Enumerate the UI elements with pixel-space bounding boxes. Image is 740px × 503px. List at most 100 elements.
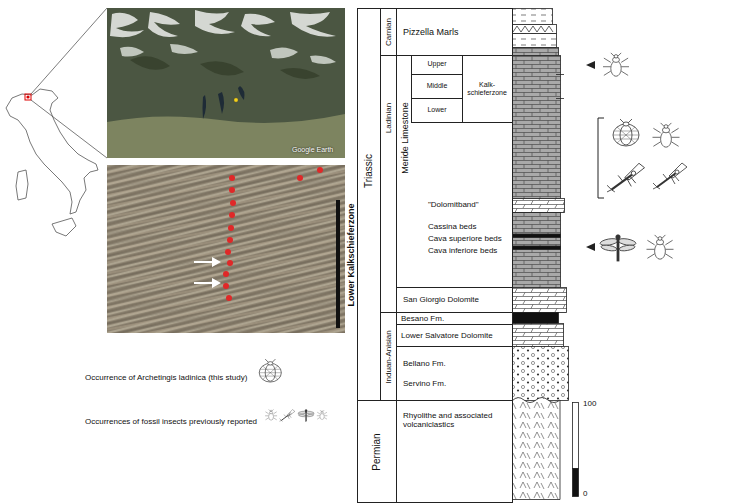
- lithology-column: [513, 26, 553, 32]
- formation-name: Pizzella Marls: [403, 27, 459, 37]
- legend-sample: [317, 410, 328, 419]
- satellite-image: [203, 86, 245, 119]
- insect-icon: [653, 123, 680, 147]
- insect-icon: [647, 235, 674, 259]
- section-label: Lower Kalkschieferzone: [346, 203, 356, 306]
- insect-icon: [603, 53, 629, 76]
- lithology-column: [513, 9, 553, 25]
- outcrop-photo: [225, 249, 231, 255]
- lithology-column: [513, 48, 559, 56]
- era-name: Triassic: [363, 154, 375, 188]
- era-band: Permian: [357, 400, 397, 503]
- outcrop-photo: [107, 165, 345, 333]
- outcrop-photo: [229, 175, 235, 181]
- zoom-line: [31, 8, 107, 158]
- satellite-image: [270, 47, 298, 58]
- outcrop-photo: [223, 283, 229, 289]
- stage-band: Induan-Anisian: [380, 312, 397, 401]
- subunit-band: Upper: [412, 55, 463, 75]
- lithology-column: [513, 398, 561, 500]
- formation-name: Bellano Fm.: [403, 359, 446, 368]
- zoom-line: [31, 8, 107, 158]
- italy-map: [6, 89, 98, 214]
- lithology-column: [513, 34, 557, 48]
- satellite-image: [110, 13, 144, 37]
- lithology-column: [513, 9, 569, 500]
- subunit-band: Middle: [412, 75, 463, 99]
- scale-value: 0: [583, 489, 587, 498]
- satellite-image: [290, 12, 336, 37]
- legend-sample: [280, 410, 295, 422]
- lithology-column: [513, 199, 565, 213]
- italy-map: [6, 89, 98, 236]
- outcrop-photo: [229, 212, 235, 218]
- bed-label: Cava inferiore beds: [428, 246, 497, 255]
- bed-label: Cava superiore beds: [428, 234, 502, 243]
- satellite-image: [310, 56, 336, 64]
- satellite-image: [234, 98, 238, 102]
- formation-name: San Giorgio Dolomite: [403, 295, 479, 304]
- outcrop-photo: [336, 200, 340, 328]
- satellite-image: [241, 14, 275, 37]
- lithology-column: [556, 75, 564, 99]
- era-name: Permian: [371, 433, 383, 470]
- outcrop-photo: [297, 175, 303, 181]
- scale-bar: [573, 469, 579, 497]
- satellite-image: [120, 47, 144, 57]
- outcrop-photo: [223, 271, 229, 277]
- stage-name: Carnian: [384, 18, 393, 46]
- insect-icon: [653, 163, 687, 189]
- bed-label: "Dolomitband": [428, 200, 479, 209]
- occurrence-marker: [586, 61, 604, 251]
- lithology-column: [513, 347, 569, 401]
- satellite-image: [195, 10, 235, 34]
- stage-name: Ladinian: [384, 103, 393, 133]
- lithology-column: [513, 313, 559, 324]
- member-band: UpperMiddleLowerKalk- schieferzone: [411, 55, 513, 123]
- insect-icon: [600, 53, 687, 261]
- outcrop-photo: [107, 165, 345, 333]
- formation-band: San Giorgio Dolomite: [396, 287, 513, 313]
- legend-text: Occurrences of fossil insects previously…: [85, 417, 257, 426]
- lithology-column: [513, 246, 561, 250]
- insect-icon: [600, 235, 637, 261]
- legend-sample: [265, 409, 327, 421]
- satellite-image: [130, 56, 320, 79]
- formation-band: Rhyolithe and associated volcaniclastics: [396, 400, 513, 503]
- outcrop-photo: [227, 237, 233, 243]
- satellite-image: [170, 44, 198, 54]
- satellite-image: [107, 8, 345, 158]
- outcrop-photo: [229, 187, 235, 193]
- formation-name: Meride Limestone: [399, 102, 409, 174]
- italy-map: [52, 218, 76, 236]
- outcrop-photo: [107, 165, 345, 333]
- lithology-column: [513, 288, 567, 313]
- legend-item: Occurrence of Archetingis ladinica (this…: [85, 366, 247, 384]
- formation-name: Lower Salvatore Dolomite: [401, 331, 493, 340]
- stage-band: Ladinian: [380, 55, 397, 313]
- satellite-image: [148, 12, 180, 37]
- outcrop-photo: [227, 260, 233, 266]
- outcrop-photo: [223, 167, 323, 301]
- member-name: Kalk- schieferzone: [464, 80, 510, 96]
- occurrence-marker: [598, 118, 604, 198]
- legend-item: Occurrences of fossil insects previously…: [85, 410, 257, 428]
- formation-name: Servino Fm.: [403, 379, 446, 388]
- insect-icon: [613, 119, 639, 146]
- watermark: Google Earth: [292, 146, 333, 154]
- italy-map: [26, 95, 29, 98]
- subunit-name: Middle: [427, 82, 448, 90]
- formation-name: Besano Fm.: [401, 315, 444, 323]
- lithology-column: [513, 324, 564, 347]
- formation-band: Lower Salvatore Dolomite: [396, 324, 513, 347]
- subunit-name: Upper: [427, 60, 446, 68]
- legend-sample: [298, 410, 315, 422]
- satellite-image: [107, 114, 345, 158]
- scale-bar: [573, 403, 579, 469]
- legend-sample: [259, 359, 281, 382]
- outcrop-photo: [230, 200, 236, 206]
- legend-text: Occurrence of Archetingis ladinica (this…: [85, 373, 247, 382]
